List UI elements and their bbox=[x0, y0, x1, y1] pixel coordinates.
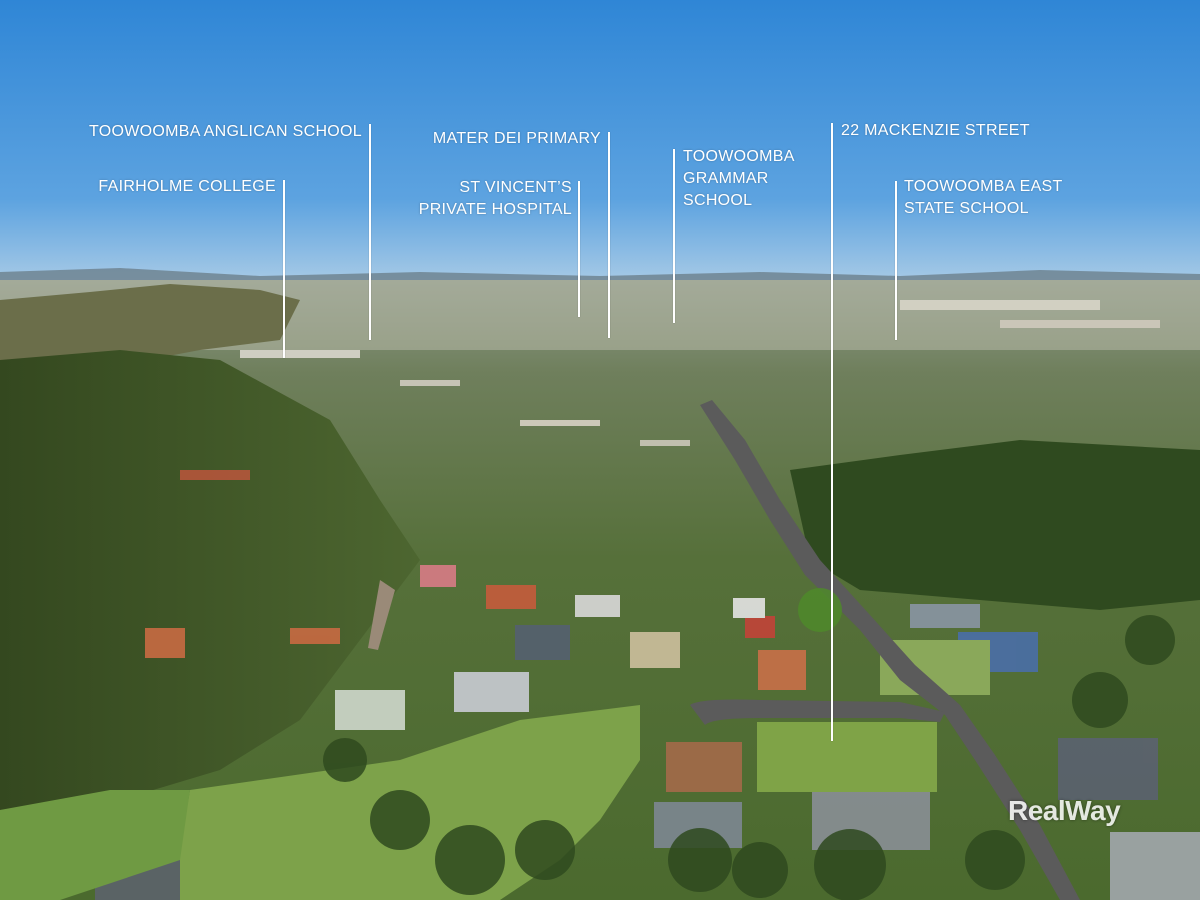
label-fairholme-text: FAIRHOLME COLLEGE bbox=[98, 178, 276, 195]
grass-left bbox=[0, 790, 190, 900]
label-mater-dei-text: MATER DEI PRIMARY bbox=[432, 130, 601, 147]
label-fairholme: FAIRHOLME COLLEGE bbox=[98, 176, 276, 198]
pin-st-vincents bbox=[578, 181, 580, 317]
grass-lot bbox=[757, 722, 937, 792]
pin-grammar bbox=[673, 149, 675, 323]
left-forest bbox=[0, 350, 420, 810]
pin-anglican bbox=[369, 124, 371, 340]
driveway bbox=[368, 580, 395, 650]
label-st-vincents-line2: PRIVATE HOSPITAL bbox=[418, 201, 572, 218]
road-cross bbox=[690, 699, 945, 725]
pin-fairholme bbox=[283, 180, 285, 358]
label-anglican: TOOWOOMBA ANGLICAN SCHOOL bbox=[89, 121, 362, 143]
sky bbox=[0, 0, 1200, 285]
pin-mackenzie bbox=[831, 123, 833, 741]
label-east-state-line1: TOOWOOMBA EAST bbox=[904, 178, 1063, 195]
label-grammar: TOOWOOMBA GRAMMAR SCHOOL bbox=[683, 146, 795, 212]
escarpment bbox=[0, 284, 300, 370]
pin-east-state bbox=[895, 181, 897, 340]
label-st-vincents-line1: ST VINCENT’S bbox=[459, 179, 572, 196]
label-mater-dei: MATER DEI PRIMARY bbox=[433, 128, 601, 150]
label-grammar-line2: GRAMMAR bbox=[683, 170, 769, 187]
label-grammar-line1: TOOWOOMBA bbox=[683, 148, 795, 165]
label-st-vincents: ST VINCENT’S PRIVATE HOSPITAL bbox=[419, 177, 572, 221]
tree-clusters bbox=[323, 588, 1175, 900]
label-mackenzie-text: 22 MACKENZIE STREET bbox=[841, 122, 1030, 139]
label-mackenzie: 22 MACKENZIE STREET bbox=[841, 120, 1030, 142]
label-anglican-text: TOOWOOMBA ANGLICAN SCHOOL bbox=[88, 123, 362, 140]
pin-mater-dei bbox=[608, 132, 610, 338]
road-main bbox=[700, 400, 1080, 900]
right-forest bbox=[790, 440, 1200, 610]
label-grammar-line3: SCHOOL bbox=[683, 192, 753, 209]
realway-watermark: RealWay bbox=[1008, 795, 1121, 826]
label-east-state-line2: STATE SCHOOL bbox=[904, 200, 1029, 217]
label-east-state: TOOWOOMBA EAST STATE SCHOOL bbox=[904, 176, 1063, 220]
